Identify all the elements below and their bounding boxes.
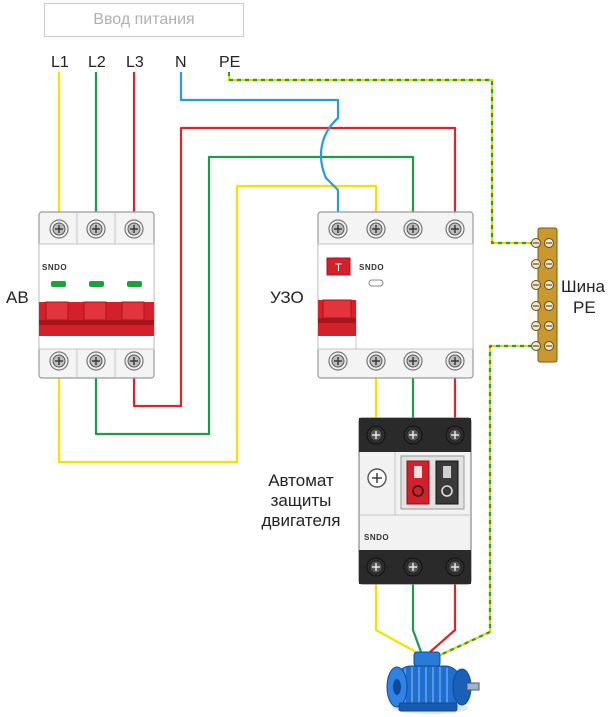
wires [57,72,540,657]
rcd-toggle[interactable] [322,299,352,319]
motor-protector-label-line1: Автомат [268,471,334,490]
pe-bus [531,227,558,363]
circuit-breaker: SNDO [38,211,155,379]
wire-mp-motor-l1 [374,584,417,653]
terminal-label-pe: PE [219,54,240,71]
breaker-toggle-l1[interactable] [45,301,69,321]
electric-motor-icon [386,651,480,714]
rcd: T SNDO [317,211,474,379]
motor-protector-start-button[interactable] [406,460,430,505]
power-input-label: Ввод питания [44,3,244,37]
motor-protector-label-line3: двигателя [262,511,341,530]
wire-n [179,72,340,213]
rcd-test-button[interactable] [326,257,351,276]
breaker-toggle-l3[interactable] [121,301,145,321]
terminal-label-l3: L3 [126,54,144,71]
pe-bus-label-line2: PE [573,298,596,317]
breaker-toggle-l2[interactable] [83,301,107,321]
breaker-brand: SNDO [42,263,67,272]
terminal-label-n: N [175,54,187,71]
wire-l3-out [132,126,457,408]
terminal-label-l1: L1 [51,54,69,71]
wire-l2-out [94,155,415,436]
motor-protector-brand: SNDO [364,533,389,542]
wire-mp-motor-l2 [411,584,423,653]
wire-l1-out [57,184,378,464]
motor-protector-label-line2: защиты [271,491,332,510]
wire-mp-motor-l3 [429,584,457,653]
breaker-label: АВ [6,288,29,307]
pe-bus-label-line1: Шина [561,277,605,296]
motor-protector: SNDO [358,417,472,585]
rcd-brand: SNDO [359,263,384,272]
rcd-test-label: T [335,262,342,274]
rcd-label: УЗО [270,288,304,307]
terminal-label-l2: L2 [88,54,106,71]
motor-protector-stop-button[interactable] [435,460,459,505]
